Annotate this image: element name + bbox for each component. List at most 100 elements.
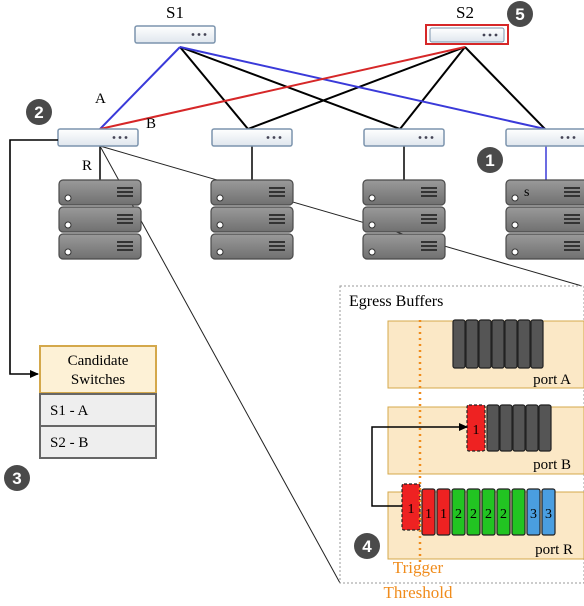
link-s1-leaf1-port-a — [99, 46, 181, 130]
server-links — [99, 146, 547, 180]
server-unit — [58, 206, 142, 233]
server-rack-2 — [210, 179, 294, 260]
port-r-packet-4: 2 — [455, 507, 462, 522]
server-unit — [505, 179, 584, 206]
server-unit — [362, 233, 446, 260]
packet: 2 — [466, 488, 481, 536]
packet — [512, 404, 526, 452]
packet: 3 — [541, 488, 556, 536]
leaf-switch-4[interactable] — [505, 128, 584, 147]
packet: 3 — [526, 488, 541, 536]
trigger-label-line1: Trigger — [393, 558, 444, 577]
port-r-packet-2: 1 — [425, 507, 432, 522]
spine-switch-s1[interactable] — [134, 25, 216, 44]
server-unit — [505, 233, 584, 260]
packet: 2 — [451, 488, 466, 536]
svg-text:4: 4 — [362, 537, 372, 556]
port-r-packet-6: 2 — [485, 507, 492, 522]
spine-switch-s2-label: S2 — [456, 3, 474, 22]
link-label-a: A — [95, 91, 106, 107]
step-badge-5: 5 — [507, 1, 533, 27]
server-unit — [362, 206, 446, 233]
spine-switch-s2[interactable] — [425, 24, 509, 45]
link-s1-leaf4 — [179, 46, 546, 130]
server-label-s: s — [524, 185, 529, 200]
server-unit — [58, 179, 142, 206]
candidate-switches-table: Candidate Switches S1 - A S2 - B — [39, 345, 157, 459]
step-badge-2: 2 — [26, 99, 52, 125]
links — [99, 46, 546, 130]
trigger-label-line2: Threshold — [384, 583, 453, 602]
packet: 2 — [496, 488, 511, 536]
link-s2-leaf4 — [464, 46, 546, 130]
svg-text:2: 2 — [34, 103, 43, 122]
link-label-r: R — [82, 158, 92, 174]
packet — [530, 319, 544, 369]
packet: 2 — [481, 488, 496, 536]
packet — [538, 404, 552, 452]
leaf-switch-1[interactable] — [57, 128, 139, 147]
link-s2-leaf2 — [247, 46, 466, 130]
link-label-b: B — [146, 116, 156, 132]
svg-text:5: 5 — [515, 5, 524, 24]
reroute-arrow — [371, 423, 468, 507]
candidate-row-1-label: S1 - A — [50, 403, 89, 419]
candidate-row-2[interactable] — [39, 425, 157, 459]
port-r-packet-3: 1 — [440, 507, 447, 522]
candidate-header-line2: Switches — [71, 372, 125, 388]
port-b-packet-1: 1 — [473, 423, 480, 438]
buffer-port-a: port A — [387, 319, 584, 389]
svg-text:3: 3 — [12, 469, 21, 488]
step-badge-4: 4 — [354, 533, 380, 559]
leaf-switch-3[interactable] — [363, 128, 445, 147]
packet — [452, 319, 466, 369]
buffer-port-r: 1 1 1 2 2 2 2 — [387, 483, 584, 560]
server-rack-1 — [58, 179, 142, 260]
port-r-packet-5: 2 — [470, 507, 477, 522]
port-r-packet-8: 3 — [530, 507, 537, 522]
port-r-packet-9: 3 — [545, 507, 552, 522]
server-unit — [362, 179, 446, 206]
port-a-label: port A — [533, 372, 571, 388]
port-b-label: port B — [533, 457, 571, 473]
buffer-port-b: 1 port B — [387, 404, 584, 475]
svg-text:1: 1 — [485, 151, 494, 170]
candidate-arrow — [9, 139, 58, 378]
packet: 1 — [421, 488, 436, 536]
packet — [465, 319, 479, 369]
server-unit — [210, 179, 294, 206]
step-badge-1: 1 — [477, 147, 503, 173]
leaf-switch-2[interactable] — [211, 128, 293, 147]
spine-switch-s1-label: S1 — [166, 3, 184, 22]
packet — [499, 404, 513, 452]
server-unit — [210, 233, 294, 260]
packet — [517, 319, 531, 369]
link-s1-leaf3 — [179, 46, 401, 130]
port-r-packet-1: 1 — [408, 502, 415, 517]
egress-buffers-title: Egress Buffers — [349, 293, 443, 310]
step-badge-3: 3 — [4, 465, 30, 491]
packet: 1 — [466, 404, 486, 452]
egress-buffers-panel: Egress Buffers port A 1 port B — [339, 285, 584, 584]
server-unit — [58, 233, 142, 260]
packet: 1 — [401, 483, 421, 531]
candidate-header-line1: Candidate — [68, 353, 129, 369]
server-unit — [505, 206, 584, 233]
server-rack-4 — [505, 179, 584, 260]
packet — [511, 488, 526, 536]
packet — [478, 319, 492, 369]
candidate-row-2-label: S2 - B — [50, 435, 88, 451]
packet — [486, 404, 500, 452]
link-s2-leaf3 — [399, 46, 466, 130]
port-r-label: port R — [535, 542, 573, 558]
packet: 1 — [436, 488, 451, 536]
port-r-packet-7: 2 — [500, 507, 507, 522]
packet — [504, 319, 518, 369]
packet — [525, 404, 539, 452]
server-unit — [210, 206, 294, 233]
link-s2-leaf1-port-b — [99, 46, 466, 130]
link-s1-leaf2 — [179, 46, 249, 130]
server-rack-3 — [362, 179, 446, 260]
packet — [491, 319, 505, 369]
